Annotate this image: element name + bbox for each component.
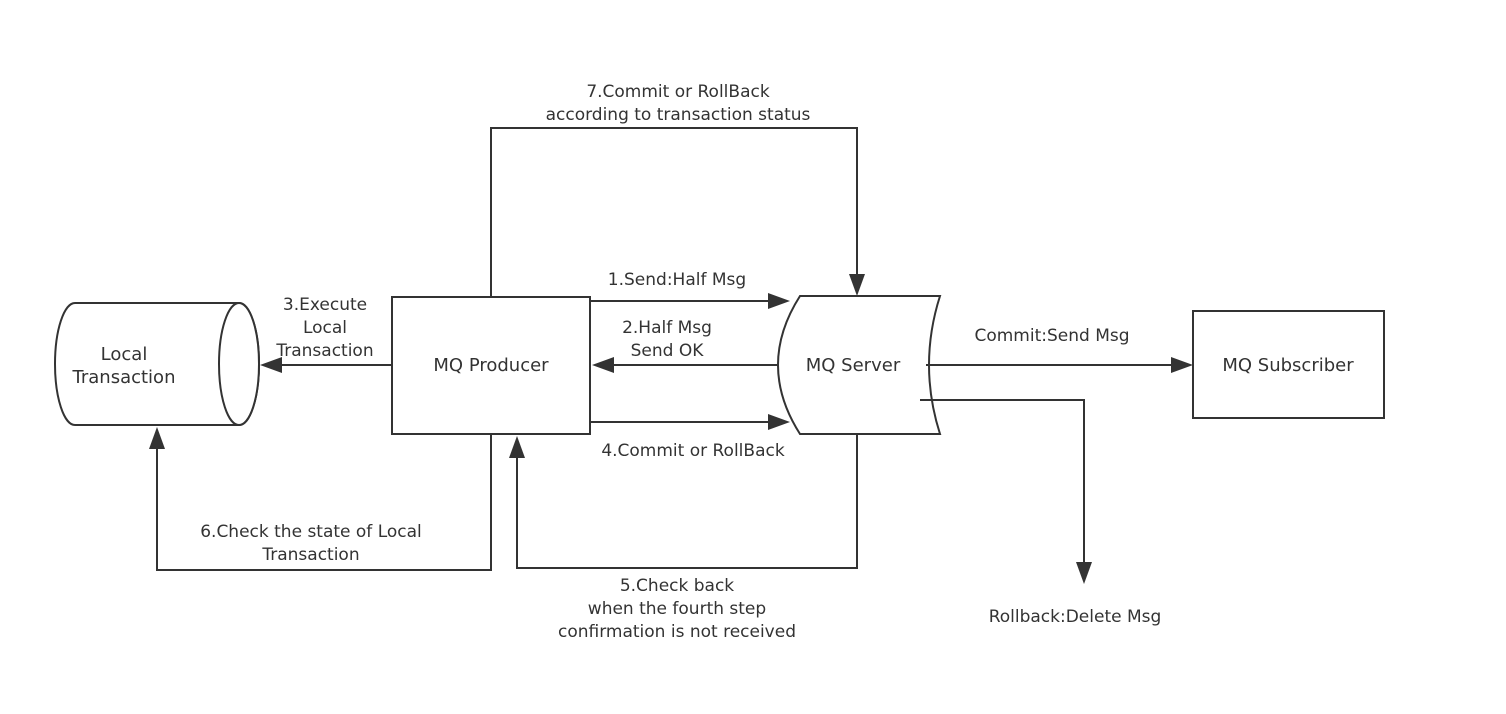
edge-rollback-delete-msg: Rollback:Delete Msg [920,399,1162,627]
edge-commit-or-rollback-arrowhead [768,414,790,430]
edge-commit-or-rollback: 4.Commit or RollBack [590,414,790,461]
edge-rollback-delete-msg-line [920,399,1085,562]
edge-half-msg-send-ok: 2.Half Msg Send OK [592,318,778,373]
edge-execute-local-transaction-label-line-2: Local [303,318,347,338]
edge-commit-send-msg: Commit:Send Msg [926,326,1193,373]
edge-commit-by-status-line [490,127,858,297]
edge-half-msg-send-ok-label-line-1: 2.Half Msg [622,318,712,338]
local-transaction-label-line-1: Local [101,344,148,365]
edge-commit-by-status-label-line-2: according to transaction status [546,105,811,125]
edge-check-local-state-arrowhead [149,427,165,449]
edge-rollback-delete-msg-label: Rollback:Delete Msg [989,607,1162,627]
edge-execute-local-transaction: 3.Execute Local Transaction [260,295,392,373]
edge-check-local-state-label-line-1: 6.Check the state of Local [200,522,422,542]
edge-send-half-msg: 1.Send:Half Msg [590,270,790,309]
mq-server-shape [777,295,942,435]
mq-subscriber-box [1192,310,1385,419]
edge-check-back-label-line-2: when the fourth step [588,599,766,619]
mq-producer-label: MQ Producer [433,355,549,376]
edge-half-msg-send-ok-label-line-2: Send OK [631,341,705,361]
edge-half-msg-send-ok-arrowhead [592,357,614,373]
local-transaction-node[interactable]: Local Transaction [54,302,260,426]
edge-check-back-line [516,434,858,569]
edge-check-local-state: 6.Check the state of Local Transaction [149,427,492,571]
mq-producer-node[interactable]: MQ Producer [391,296,591,435]
edge-check-back-label-line-3: confirmation is not received [558,622,796,642]
edge-commit-by-status-label-line-1: 7.Commit or RollBack [586,82,770,102]
edge-execute-local-transaction-arrowhead [260,357,282,373]
edge-commit-send-msg-arrowhead [1171,357,1193,373]
edge-commit-or-rollback-label: 4.Commit or RollBack [601,441,785,461]
edge-check-back-arrowhead [509,436,525,458]
edge-check-local-state-label-line-2: Transaction [261,545,359,565]
edge-send-half-msg-label: 1.Send:Half Msg [608,270,746,290]
mq-producer-box [391,296,591,435]
edge-rollback-delete-msg-arrowhead [1076,562,1092,584]
local-transaction-label-line-2: Transaction [72,367,176,388]
edge-check-back-label-line-1: 5.Check back [620,576,734,596]
edge-commit-by-status: 7.Commit or RollBack according to transa… [490,82,865,297]
edge-send-half-msg-arrowhead [768,293,790,309]
edge-commit-send-msg-label: Commit:Send Msg [974,326,1129,346]
mq-subscriber-label: MQ Subscriber [1222,355,1354,376]
local-transaction-cylinder-end [218,302,260,426]
edge-execute-local-transaction-label-line-3: Transaction [275,341,373,361]
edge-commit-by-status-arrowhead [849,274,865,296]
edge-execute-local-transaction-label-line-1: 3.Execute [283,295,367,315]
edge-check-local-state-line [156,434,492,571]
mq-server-node[interactable]: MQ Server [777,295,942,435]
mq-subscriber-node[interactable]: MQ Subscriber [1192,310,1385,419]
mq-server-label: MQ Server [806,355,901,376]
edge-check-back: 5.Check back when the fourth step confir… [509,434,858,642]
